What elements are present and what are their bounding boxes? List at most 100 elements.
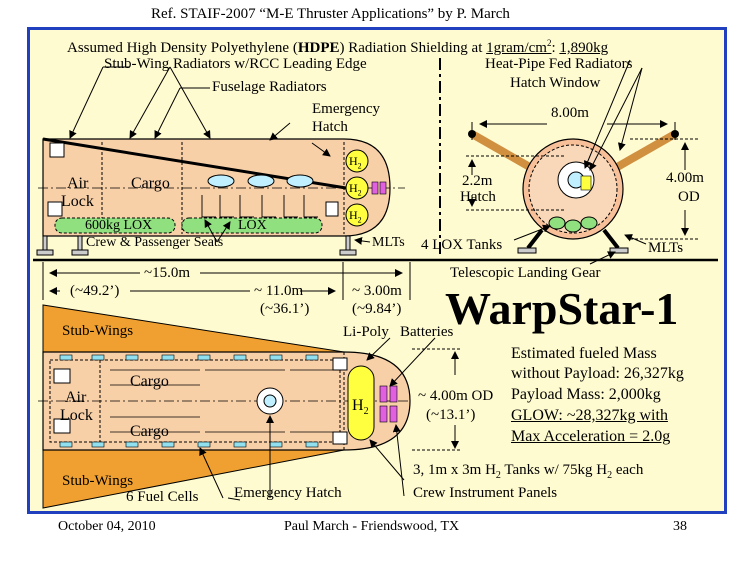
footer-page: 38 bbox=[673, 519, 687, 534]
title: WarpStar-1 bbox=[445, 283, 679, 334]
h2-symbol: H bbox=[349, 208, 358, 222]
label-cargo-top: Cargo bbox=[130, 373, 169, 390]
tanks-text-1: 3, 1m x 3m H bbox=[413, 462, 496, 478]
subtitle-pre: Assumed High Density Polyethylene ( bbox=[67, 40, 298, 56]
label-lox-600: 600kg LOX bbox=[85, 218, 153, 233]
label-end-height: 4.00m bbox=[666, 170, 704, 186]
tanks-sub-1: 2 bbox=[495, 470, 501, 481]
label-fuel-cells: 6 Fuel Cells bbox=[126, 489, 199, 505]
h2-subscript: 2 bbox=[357, 188, 362, 198]
top-airlock-box-2 bbox=[53, 418, 71, 434]
label-fuselage-radiators: Fuselage Radiators bbox=[212, 79, 327, 95]
shield-mass: 1,890kg bbox=[559, 40, 609, 56]
side-leaders bbox=[69, 66, 371, 245]
h2-subscript: 2 bbox=[363, 406, 369, 418]
side-window-2 bbox=[247, 174, 275, 188]
end-radiator-left bbox=[470, 130, 537, 174]
spec-payload: Payload Mass: 2,000kg bbox=[511, 386, 661, 403]
top-view bbox=[38, 304, 411, 509]
header-reference: Ref. STAIF-2007 “M-E Thruster Applicatio… bbox=[151, 6, 510, 22]
label-landing-gear: Telescopic Landing Gear bbox=[450, 265, 601, 281]
end-radiator-right bbox=[610, 130, 677, 174]
top-fuselage-hatch-2 bbox=[332, 431, 348, 445]
label-heat-pipe: Heat-Pipe Fed Radiators bbox=[485, 56, 633, 72]
side-lox-tank-600 bbox=[54, 217, 176, 234]
label-lox: LOX bbox=[238, 218, 267, 233]
label-top-od-ft: (~13.1’) bbox=[426, 407, 476, 423]
label-top-od: ~ 4.00m OD bbox=[418, 388, 494, 404]
label-top-lock: Lock bbox=[60, 407, 93, 424]
label-top-air: Air bbox=[65, 389, 87, 406]
label-batteries: Batteries bbox=[400, 324, 454, 340]
footer-author: Paul March - Friendswood, TX bbox=[284, 519, 460, 534]
density-value: 1gram/cm bbox=[486, 40, 547, 56]
top-seats bbox=[110, 369, 335, 433]
dim-mid: ~ 11.0m bbox=[254, 283, 304, 299]
side-h2-tank-3 bbox=[345, 203, 369, 227]
h2-symbol: H bbox=[349, 181, 358, 195]
tanks-text-3: each bbox=[612, 462, 644, 478]
top-h2-tank bbox=[347, 365, 375, 441]
label-h2-2: H2 bbox=[349, 182, 362, 197]
end-lox-tank-3 bbox=[580, 216, 598, 230]
h2-subscript: 2 bbox=[357, 161, 362, 171]
end-landing-gear bbox=[517, 228, 629, 254]
side-radiator-3 bbox=[325, 201, 339, 217]
subtitle-colon: : bbox=[551, 40, 560, 56]
dim-mid-ft: (~36.1’) bbox=[260, 301, 310, 317]
dim-nose: ~ 3.00m bbox=[352, 283, 402, 299]
label-side-mlts: MLTs bbox=[372, 235, 405, 250]
spec-acceleration: Max Acceleration = 2.0g bbox=[511, 428, 671, 445]
subtitle-hdpe: HDPE bbox=[297, 40, 340, 56]
label-cargo-bottom: Cargo bbox=[130, 423, 169, 440]
side-window-1 bbox=[207, 174, 235, 188]
h2-subscript: 2 bbox=[357, 215, 362, 225]
label-h2-3: H2 bbox=[349, 209, 362, 224]
label-hatch-size: 2.2m bbox=[462, 173, 493, 189]
label-side-cargo: Cargo bbox=[131, 175, 170, 192]
label-stub-wing-radiators: Stub-Wing Radiators w/RCC Leading Edge bbox=[104, 56, 367, 72]
side-lox-tank bbox=[181, 217, 323, 234]
dim-nose-ft: (~9.84’) bbox=[352, 301, 402, 317]
density-exponent: 2 bbox=[546, 38, 552, 48]
label-top-emergency-hatch: Emergency Hatch bbox=[234, 485, 342, 501]
dim-total: ~15.0m bbox=[144, 265, 191, 281]
label-side-air: Air bbox=[67, 175, 89, 192]
subtitle-mid: ) Radiation Shielding at bbox=[339, 40, 487, 56]
end-dimension-lines bbox=[466, 59, 700, 265]
top-airlock-box-1 bbox=[53, 368, 71, 384]
end-lox-tank-2 bbox=[564, 219, 582, 233]
end-lox-tank-1 bbox=[548, 216, 566, 230]
side-h2-tank-1 bbox=[345, 149, 369, 173]
end-h2-inner bbox=[580, 175, 592, 191]
footer-date: October 04, 2010 bbox=[58, 519, 156, 534]
h2-symbol: H bbox=[352, 397, 364, 414]
side-landing-gear bbox=[36, 235, 357, 256]
length-dimensions bbox=[42, 262, 411, 300]
diagram-canvas bbox=[33, 58, 718, 509]
label-end-mlts: MLTs bbox=[648, 240, 684, 256]
label-stub-wings-bottom: Stub-Wings bbox=[62, 473, 134, 489]
label-side-lock: Lock bbox=[61, 193, 94, 210]
end-view bbox=[466, 59, 700, 265]
side-seats bbox=[201, 195, 318, 218]
top-radiators bbox=[59, 354, 319, 448]
side-battery-2 bbox=[379, 181, 387, 195]
top-fuselage-hatch bbox=[332, 357, 348, 371]
side-h2-tank-2 bbox=[345, 176, 369, 200]
label-h2-tanks: 3, 1m x 3m H2 Tanks w/ 75kg H2 each bbox=[413, 463, 643, 481]
label-lox-tanks: 4 LOX Tanks bbox=[421, 237, 503, 253]
label-hatch: Hatch bbox=[460, 189, 496, 205]
side-radiator-2 bbox=[47, 201, 63, 217]
spec-glow: GLOW: ~28,327kg with bbox=[511, 407, 668, 424]
dim-total-ft: (~49.2’) bbox=[70, 283, 120, 299]
h2-symbol: H bbox=[349, 154, 358, 168]
spec-fueled-2: without Payload: 26,327kg bbox=[511, 365, 684, 382]
side-battery-1 bbox=[371, 181, 379, 195]
subtitle: Assumed High Density Polyethylene (HDPE)… bbox=[67, 39, 608, 56]
label-top-h2: H2 bbox=[352, 398, 369, 417]
label-emergency-hatch-2: Hatch bbox=[312, 119, 348, 135]
label-end-width: 8.00m bbox=[551, 105, 589, 121]
side-view bbox=[36, 137, 405, 256]
label-li-poly: Li-Poly bbox=[343, 324, 389, 340]
